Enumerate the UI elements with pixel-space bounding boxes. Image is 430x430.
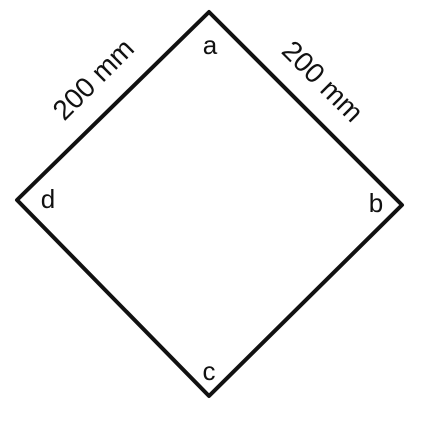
vertex-label-b: b xyxy=(369,188,383,218)
vertex-label-a: a xyxy=(203,30,218,60)
edge-label-ad: 200 mm xyxy=(47,33,140,126)
edge-label-ab: 200 mm xyxy=(276,35,369,128)
vertex-label-d: d xyxy=(41,184,55,214)
vertex-label-c: c xyxy=(203,356,216,386)
square-outline xyxy=(15,10,404,398)
